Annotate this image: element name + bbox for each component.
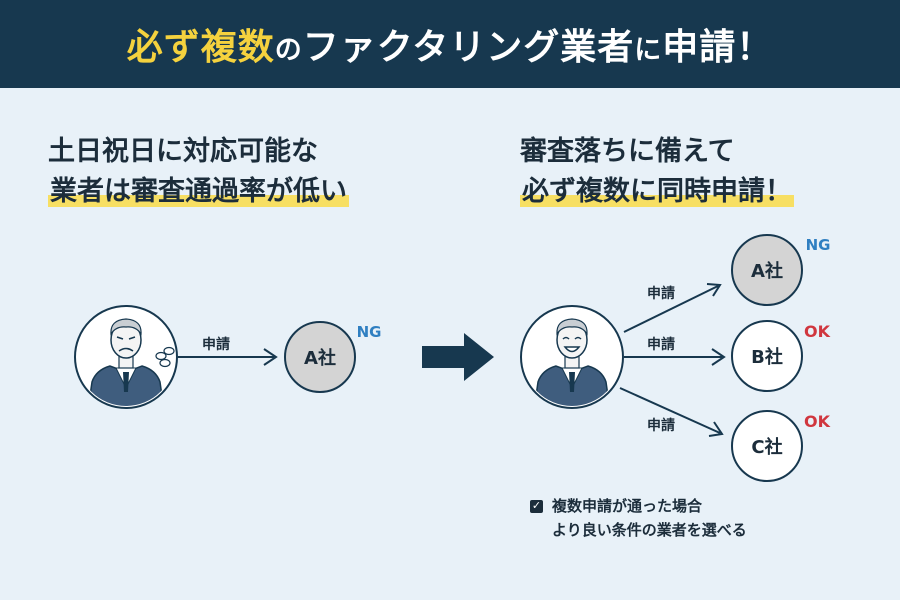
right-company-a-result: NG bbox=[806, 236, 831, 254]
left-headline-line1: 土日祝日に対応可能な bbox=[48, 136, 318, 167]
right-company-a: A社 bbox=[731, 234, 803, 306]
sigh-icon bbox=[155, 346, 175, 368]
left-applicant-avatar bbox=[74, 305, 178, 409]
banner-title-highlight: 必ず複数 bbox=[126, 26, 275, 68]
right-headline-line2: 必ず複数に同時申請！ bbox=[520, 176, 794, 207]
banner-title: 必ず複数のファクタリング業者に申請！ bbox=[127, 18, 774, 70]
benefit-note-line2: より良い条件の業者を選べる bbox=[552, 521, 747, 539]
left-apply-arrow bbox=[178, 348, 278, 366]
banner-title-text: ファクタリング業者 bbox=[302, 26, 635, 68]
left-arrow-label: 申請 bbox=[202, 336, 230, 353]
right-arrow-label-b: 申請 bbox=[647, 336, 675, 353]
right-apply-arrow-c bbox=[619, 387, 724, 437]
banner-title-particle: に bbox=[634, 35, 663, 66]
right-company-c: C社 bbox=[731, 410, 803, 482]
checkbox-checked-icon: ✓ bbox=[530, 499, 543, 513]
left-company-a: A社 bbox=[284, 321, 356, 393]
right-company-b-result: OK bbox=[804, 322, 831, 341]
banner-title-text: 申請！ bbox=[662, 26, 774, 68]
left-company-a-result: NG bbox=[357, 323, 382, 341]
right-company-a-label: A社 bbox=[751, 260, 783, 282]
worried-person-icon bbox=[87, 318, 165, 406]
right-arrow-label-c: 申請 bbox=[647, 417, 675, 434]
right-company-b-label: B社 bbox=[751, 346, 783, 368]
title-banner: 必ず複数のファクタリング業者に申請！ bbox=[0, 0, 900, 88]
right-applicant-avatar bbox=[520, 305, 624, 409]
left-company-a-label: A社 bbox=[304, 347, 336, 369]
right-arrow-label-a: 申請 bbox=[647, 285, 675, 302]
benefit-note: ✓ 複数申請が通った場合 より良い条件の業者を選べる bbox=[530, 494, 747, 542]
right-company-c-label: C社 bbox=[751, 436, 782, 458]
banner-title-particle: の bbox=[274, 35, 303, 66]
left-headline: 土日祝日に対応可能な 業者は審査通過率が低い bbox=[48, 132, 349, 212]
happy-person-icon bbox=[533, 318, 611, 406]
transition-arrow-icon bbox=[422, 333, 494, 381]
right-company-c-result: OK bbox=[804, 412, 831, 431]
benefit-note-line1: 複数申請が通った場合 bbox=[552, 497, 703, 515]
right-apply-arrow-b bbox=[624, 348, 726, 366]
left-headline-line2: 業者は審査通過率が低い bbox=[48, 176, 349, 207]
right-headline: 審査落ちに備えて 必ず複数に同時申請！ bbox=[520, 132, 794, 212]
right-company-b: B社 bbox=[731, 320, 803, 392]
right-headline-line1: 審査落ちに備えて bbox=[520, 136, 735, 167]
right-apply-arrow-a bbox=[623, 283, 722, 333]
